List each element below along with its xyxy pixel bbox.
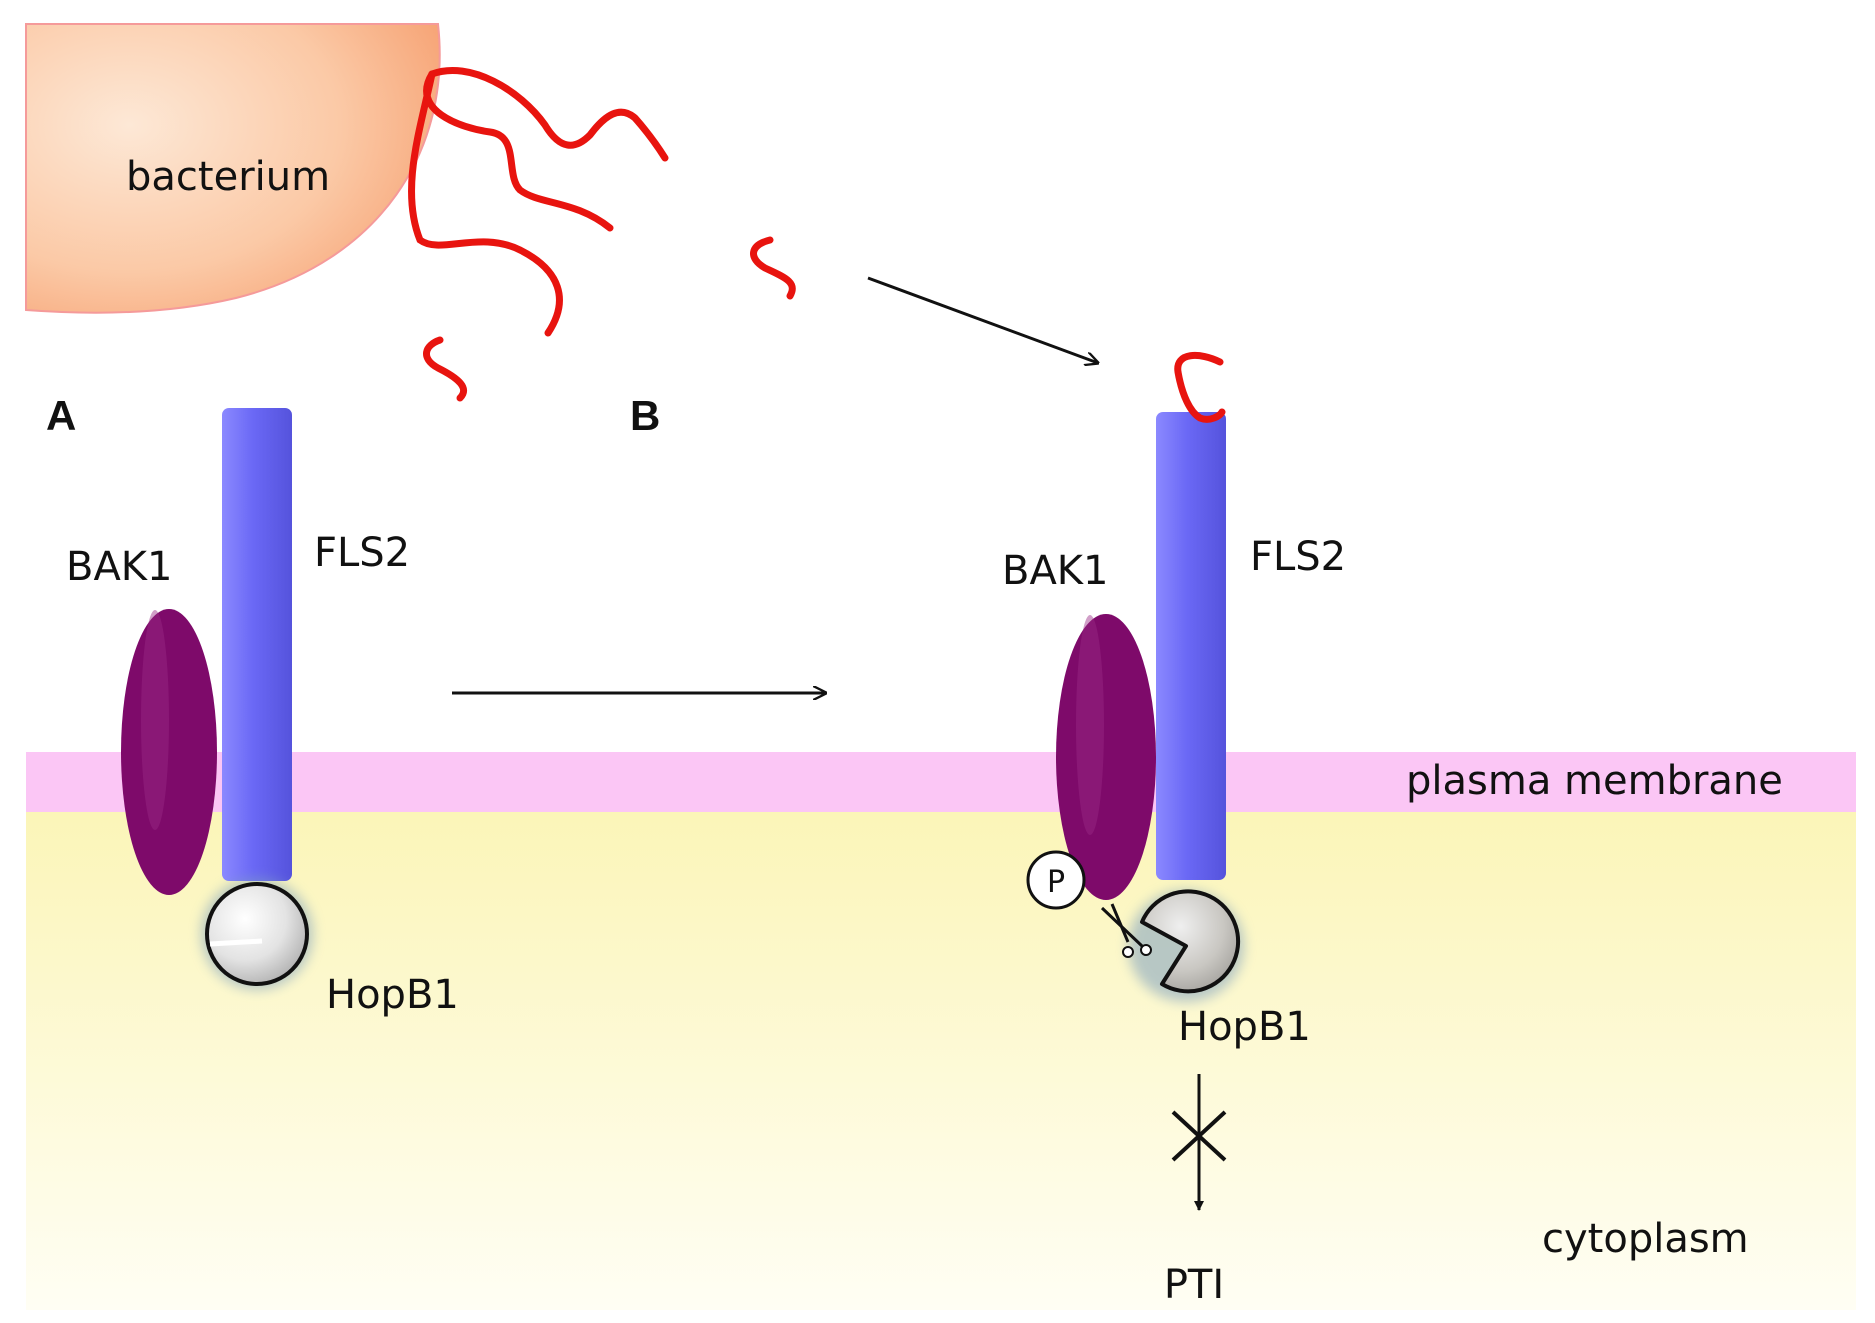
bak1-highlight-a: [141, 610, 169, 830]
hopb1-cleft-a: [209, 938, 263, 947]
scissors-icon: [1100, 903, 1152, 958]
flagellin-fragment-small-mid: [750, 236, 796, 300]
fls2-receptor-b: [1156, 412, 1226, 880]
hopb1-protein-a: [205, 882, 309, 986]
bak1-label-b: BAK1: [1002, 548, 1108, 594]
bak1-highlight-b: [1076, 615, 1104, 835]
panel-b: P BAK1 FLS2 HopB1 PTI: [1002, 351, 1346, 1308]
block-cross-2: [1171, 1110, 1227, 1162]
panel-b-label: B: [630, 392, 660, 439]
panel-a-label: A: [46, 392, 76, 439]
bak1-receptor-b: [1056, 614, 1156, 900]
fls2-label-a: FLS2: [314, 530, 410, 576]
phospho-group: [1026, 850, 1086, 910]
plasma-membrane-label: plasma membrane: [1406, 758, 1783, 804]
flg22-binding-arrow: [867, 276, 1098, 363]
flg22-bound-peptide: [1174, 351, 1226, 423]
hopb1-protein-b: [1140, 889, 1241, 994]
bacterium-label: bacterium: [126, 154, 330, 200]
hopb1-label-b: HopB1: [1178, 1004, 1311, 1050]
plasma-membrane-band: [26, 752, 1856, 812]
hopb1-label-a: HopB1: [326, 972, 459, 1018]
panel-a: BAK1 FLS2 HopB1: [66, 408, 459, 1018]
bak1-label-a: BAK1: [66, 544, 172, 590]
flagellin-strand-wavy: [423, 70, 614, 232]
cytoplasm-label: cytoplasm: [1542, 1216, 1749, 1262]
phospho-label: P: [1047, 865, 1065, 900]
flagellin-strand-lower: [408, 70, 563, 337]
flagellin-strand-long: [428, 66, 669, 162]
pti-label: PTI: [1164, 1262, 1224, 1308]
bak1-receptor-a: [121, 609, 217, 895]
fls2-receptor-a: [222, 408, 292, 881]
flagellin-fragment-small-left: [423, 336, 468, 402]
cytoplasm-region: [26, 812, 1856, 1310]
fls2-label-b: FLS2: [1250, 534, 1346, 580]
